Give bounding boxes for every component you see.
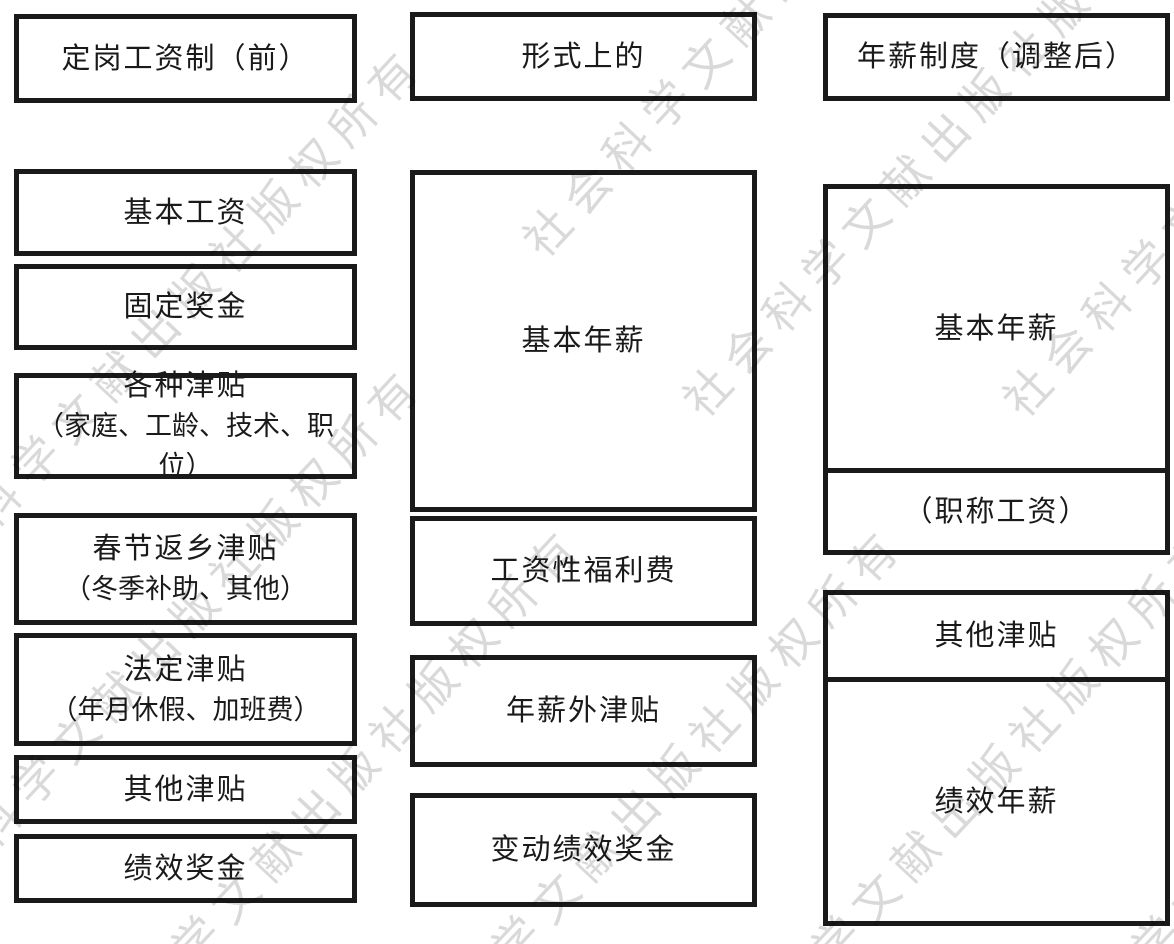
box-label: （职称工资） xyxy=(903,495,1090,528)
box-label: 其他津贴 xyxy=(123,773,248,806)
box-label: 基本年薪 xyxy=(521,325,646,357)
box-label: 其他津贴 xyxy=(934,620,1059,652)
column-header-fixed-post-wage: 定岗工资制（前） xyxy=(14,14,357,103)
box-outside-annual-salary-allowance: 年薪外津贴 xyxy=(410,655,757,767)
box-label: 基本年薪 xyxy=(934,312,1059,345)
box-sublabel: （年月休假、加班费） xyxy=(50,694,321,725)
box-sublabel: （冬季补助、其他） xyxy=(64,574,307,604)
box-label: 固定奖金 xyxy=(123,291,248,323)
group-basic-annual-salary-adjusted: 基本年薪 （职称工资） xyxy=(823,184,1170,555)
box-title-wage: （职称工资） xyxy=(828,468,1165,550)
box-label: 绩效年薪 xyxy=(934,785,1059,818)
box-label: 变动绩效奖金 xyxy=(490,834,677,866)
box-various-allowances: 各种津贴 （家庭、工龄、技术、职位） xyxy=(14,370,357,481)
box-label: 年薪外津贴 xyxy=(505,695,661,727)
box-label: 法定津贴 xyxy=(123,653,248,686)
box-statutory-allowance: 法定津贴 （年月休假、加班费） xyxy=(14,633,357,746)
box-sublabel: （家庭、工龄、技术、职位） xyxy=(37,411,334,481)
box-fixed-bonus: 固定奖金 xyxy=(14,264,357,350)
column-header-label: 定岗工资制（前） xyxy=(61,42,310,75)
box-label: 工资性福利费 xyxy=(490,555,677,587)
box-label: 各种津贴 xyxy=(123,370,248,402)
box-variable-performance-bonus: 变动绩效奖金 xyxy=(410,793,757,907)
box-wage-welfare-fee: 工资性福利费 xyxy=(410,516,757,626)
box-label: 春节返乡津贴 xyxy=(92,533,279,565)
column-header-label: 形式上的 xyxy=(521,40,646,73)
column-header-annual-salary-adjusted: 年薪制度（调整后） xyxy=(823,13,1170,101)
box-other-allowances-before: 其他津贴 xyxy=(14,755,357,824)
box-basic-annual-salary-formal: 基本年薪 xyxy=(410,170,757,512)
box-basic-annual-salary-adjusted: 基本年薪 xyxy=(828,189,1165,468)
box-performance-annual-salary: 绩效年薪 xyxy=(828,677,1165,921)
box-performance-bonus-before: 绩效奖金 xyxy=(14,834,357,903)
group-performance-annual-salary: 其他津贴 绩效年薪 xyxy=(823,590,1170,926)
box-spring-festival-allowance: 春节返乡津贴 （冬季补助、其他） xyxy=(14,513,357,625)
column-header-formal: 形式上的 xyxy=(410,12,757,101)
box-other-allowances-after: 其他津贴 xyxy=(828,595,1165,677)
box-label: 基本工资 xyxy=(123,196,248,229)
box-label: 绩效奖金 xyxy=(123,852,248,885)
column-header-label: 年薪制度（调整后） xyxy=(856,41,1136,73)
box-basic-wage: 基本工资 xyxy=(14,169,357,256)
